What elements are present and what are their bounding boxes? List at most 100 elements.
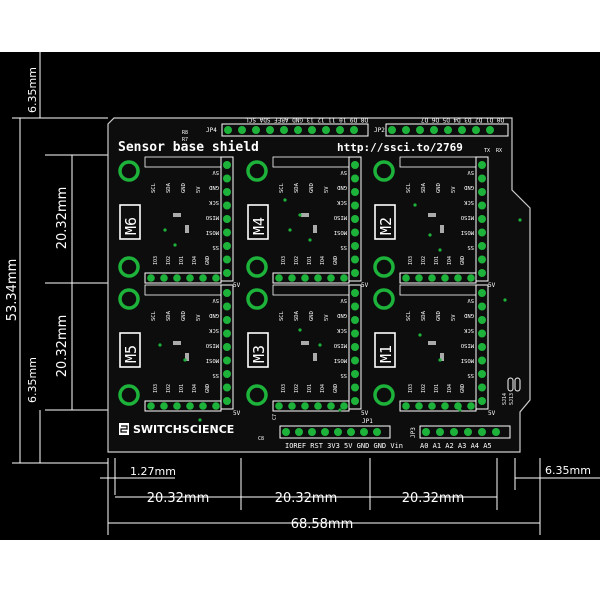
pin-header-column — [475, 156, 489, 282]
mounting-pad — [246, 384, 268, 406]
pin-label: GND — [205, 256, 211, 265]
header-pad — [402, 402, 410, 410]
header-pad — [223, 201, 231, 210]
header-pad — [478, 397, 486, 405]
pin-header-column — [348, 284, 362, 410]
header-bottom-power-ref: JP1 — [362, 418, 373, 425]
pin-label: SCK — [208, 327, 219, 333]
header-pad — [199, 402, 207, 410]
dim-width-b: 20.32mm — [275, 491, 338, 506]
header-pad — [223, 370, 231, 378]
module-label: M3 — [250, 345, 268, 363]
module-label: M2 — [377, 217, 395, 235]
smd-component — [440, 225, 444, 233]
header-pad — [351, 356, 359, 365]
pin-label: 5V — [340, 169, 347, 175]
pin-label: IO1 — [179, 256, 185, 265]
header-top-left — [221, 123, 369, 137]
header-pad — [212, 274, 220, 282]
smd-component — [185, 225, 189, 233]
pin-label: SCK — [336, 327, 347, 333]
mounting-pad — [246, 288, 268, 310]
header-pad — [275, 274, 283, 282]
header-bottom-analog-labels: A0 A1 A2 A3 A4 A5 — [420, 442, 492, 450]
smd-component — [428, 213, 436, 217]
header-pad — [212, 402, 220, 410]
ref-r8: R8 — [182, 130, 188, 136]
header-pad — [402, 274, 410, 282]
ref-tx: TX — [484, 148, 490, 154]
dim-width-a: 20.32mm — [147, 491, 210, 506]
pin-label: SCL — [406, 182, 412, 193]
pin-header-top — [144, 284, 222, 296]
pin-label: 5V — [212, 169, 219, 175]
pin-header-top — [272, 156, 350, 168]
pin-label: 5V — [324, 314, 330, 321]
ref-rx: RX — [496, 148, 502, 154]
header-pad — [441, 402, 449, 410]
header-pad — [340, 402, 348, 410]
header-pad — [478, 161, 486, 169]
pin-label: IO4 — [192, 256, 198, 265]
pin-header-top — [399, 156, 477, 168]
smd-component — [313, 225, 317, 233]
dim-width-total: 68.58mm — [291, 517, 354, 532]
pin-label: GND — [205, 384, 211, 393]
header-pad — [223, 289, 231, 297]
pin-label: SDA — [166, 182, 172, 193]
pin-label: IO2 — [294, 256, 300, 265]
pin-label: IO3 — [153, 256, 159, 265]
pin-label: SS — [467, 372, 474, 378]
pin-header-bottom — [272, 272, 350, 284]
header-pad — [428, 274, 436, 282]
pin-label: MISO — [206, 342, 219, 348]
header-pad — [223, 316, 231, 324]
pin-label: SCL — [151, 182, 157, 193]
header-pad — [478, 343, 486, 351]
pin-header-column — [220, 156, 234, 282]
pin-label: IO4 — [447, 256, 453, 265]
pin-label: MISO — [334, 342, 347, 348]
header-pad — [351, 174, 359, 183]
pin-label: GND — [333, 256, 339, 265]
pin-label: MOSI — [334, 357, 347, 363]
pin-label: IO2 — [421, 384, 427, 393]
pin-label: IO1 — [179, 384, 185, 393]
header-pad — [478, 383, 486, 392]
header-bottom-analog — [419, 425, 511, 439]
pin-label: MISO — [206, 214, 219, 220]
header-pad — [173, 274, 181, 282]
pin-label: 5V — [467, 297, 474, 303]
header-pad — [314, 274, 322, 282]
pin-label: SDA — [294, 310, 300, 321]
bottom-dimensions — [100, 458, 600, 535]
module-label-box — [374, 332, 396, 368]
pin-label: GND — [209, 312, 219, 318]
header-pad — [314, 402, 322, 410]
smd-component — [428, 341, 436, 345]
mounting-pad — [118, 288, 140, 310]
ref-c8: C8 — [258, 436, 264, 442]
smd-component — [173, 213, 181, 217]
pin-label: GND — [464, 312, 474, 318]
power-label: 5V — [361, 282, 369, 289]
pin-label: IO3 — [153, 384, 159, 393]
smd-component — [313, 353, 317, 361]
header-pad — [478, 316, 486, 324]
pin-label: 5V — [196, 186, 202, 193]
header-top-right — [385, 123, 509, 137]
brand-name: SWITCHSCIENCE — [133, 423, 234, 436]
pin-label: SS — [212, 372, 219, 378]
pin-label: SDA — [421, 310, 427, 321]
header-pad — [351, 329, 359, 338]
header-pad — [223, 228, 231, 237]
pin-label: GND — [436, 183, 442, 193]
header-pad — [415, 402, 423, 410]
pin-label: 5V — [340, 297, 347, 303]
ref-sj14: SJ14 — [502, 393, 508, 405]
header-pad — [351, 161, 359, 169]
